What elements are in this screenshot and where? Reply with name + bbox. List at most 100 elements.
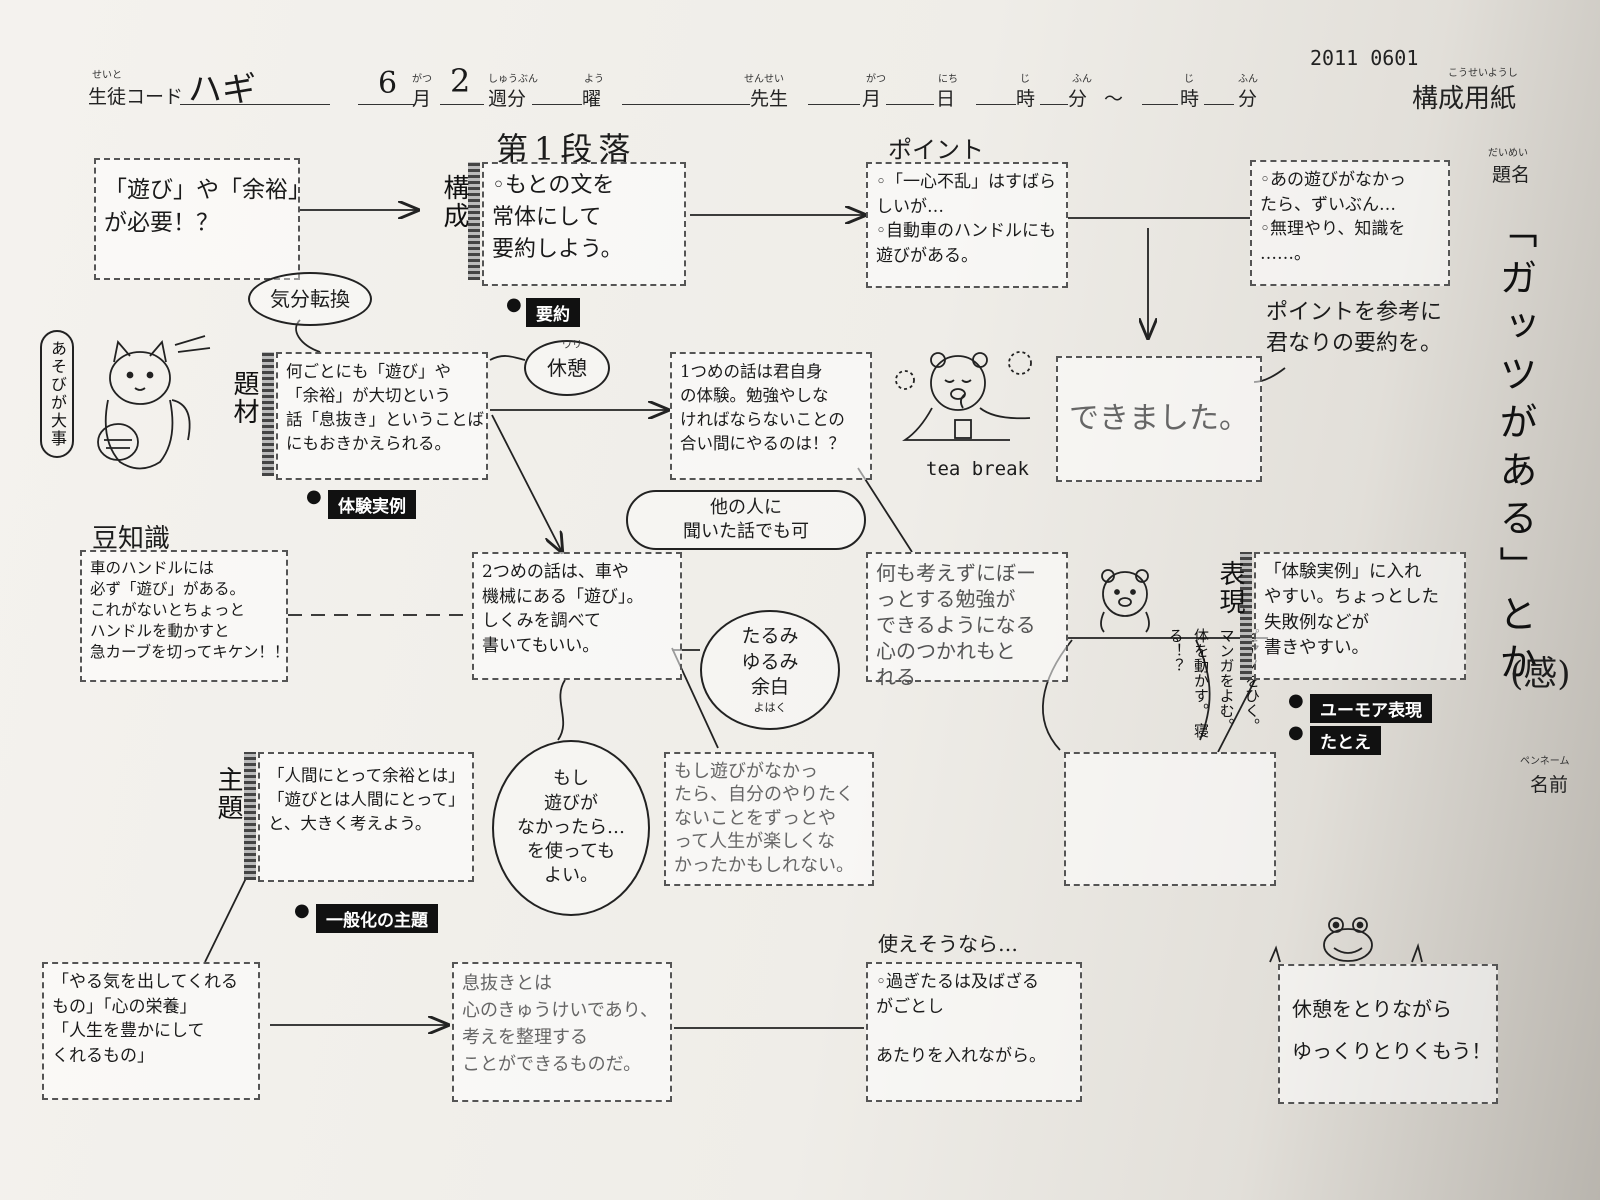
tea-break-caption: tea break bbox=[926, 458, 1029, 480]
line-material-to-break bbox=[489, 355, 526, 361]
mood-bubble: 気分転換 bbox=[248, 272, 372, 326]
final-box[interactable]: 休憩をとりながら ゆっくりとりくもう！ bbox=[1278, 964, 1498, 1104]
empty-box[interactable] bbox=[1064, 752, 1276, 886]
hour-line bbox=[976, 104, 1016, 105]
title-label: 題名 bbox=[1492, 164, 1531, 186]
metaphor-tag-dot: ● bbox=[1288, 722, 1304, 743]
sheet-title: 構成用紙 bbox=[1412, 84, 1517, 114]
nourish-box[interactable]: 「やる気を出してくれる もの」「心の栄養」 「人生を豊かにして くれるもの」 bbox=[42, 962, 260, 1100]
second-story-box[interactable]: 2つめの話は、車や 機械にある「遊び」。 しくみを調べて 書いてもいい。 bbox=[472, 552, 682, 680]
student-code-line bbox=[180, 104, 330, 105]
slack-cloud: たるみ ゆるみ 余白 よはく bbox=[700, 610, 840, 730]
date-day-label: 日 bbox=[936, 88, 956, 110]
hour2-ruby: じ bbox=[1184, 74, 1194, 85]
weekday-label: 曜 bbox=[582, 88, 602, 110]
student-code-value[interactable]: ハギ bbox=[188, 70, 256, 110]
line-theme-to-nourish bbox=[204, 869, 251, 963]
cat-caption: あそびが大事 bbox=[40, 330, 74, 458]
line-expression-to-empty bbox=[1217, 679, 1256, 753]
done-box[interactable]: できました。 bbox=[1056, 356, 1262, 482]
title-text[interactable]: 「ガッツがある」とか bbox=[1493, 210, 1537, 690]
summary-tag: 要約 bbox=[526, 298, 580, 327]
first-story-box[interactable]: 1つめの話は君自身 の体験。勉強やしな ければならないことの 合い間にやるのは！… bbox=[670, 352, 872, 480]
date-day-ruby: にち bbox=[938, 74, 958, 85]
frog-doodle bbox=[1269, 917, 1423, 963]
metaphor-tag: たとえ bbox=[1310, 726, 1381, 755]
material-label: 題材 bbox=[229, 370, 259, 426]
breath-box[interactable]: 息抜きとは 心のきゅうけいであり、 考えを整理する ことができるものだ。 bbox=[452, 962, 672, 1102]
material-marker bbox=[262, 352, 274, 476]
hour-label: 時 bbox=[1016, 88, 1036, 110]
time-range-tilde: ～ bbox=[1104, 88, 1124, 110]
point-heading: ポイント bbox=[888, 136, 984, 164]
question-box[interactable]: 「遊び」や「余裕」 が必要！？ bbox=[94, 158, 311, 280]
penname-ruby: ペンネーム bbox=[1520, 756, 1570, 767]
date-month-label: 月 bbox=[862, 88, 882, 110]
break-ruby: ワリ bbox=[562, 340, 582, 351]
material-box[interactable]: 何ごとにも「遊び」や 「余裕」が大切という 話「息抜き」ということば にもおきか… bbox=[276, 352, 488, 480]
week-label: 週分 bbox=[488, 88, 527, 110]
month-value[interactable]: 6 bbox=[378, 66, 398, 101]
intro-box[interactable]: ◦もとの文を 常体にして 要約しよう。 bbox=[482, 162, 686, 286]
hour2-label: 時 bbox=[1180, 88, 1200, 110]
date-stamp: 2011 0601 bbox=[1310, 46, 1419, 70]
hour2-line bbox=[1142, 104, 1178, 105]
expression-marker bbox=[1240, 552, 1252, 680]
cat-doodle bbox=[97, 335, 211, 470]
weekday-line bbox=[532, 104, 582, 105]
week-value[interactable]: 2 bbox=[450, 62, 471, 100]
proverb-box[interactable]: ◦過ぎたるは及ばざる がごとし あたりを入れながら。 bbox=[866, 962, 1082, 1102]
minute2-ruby: ふん bbox=[1238, 74, 1258, 85]
general-tag-dot: ● bbox=[294, 900, 310, 921]
hour-ruby: じ bbox=[1020, 74, 1030, 85]
if-cloud: もし 遊びが なかったら… を使っても よい。 bbox=[492, 740, 650, 916]
month-ruby: がつ bbox=[412, 74, 432, 85]
line-second-to-ifcloud bbox=[557, 679, 566, 741]
student-code-label: 生徒コード bbox=[88, 86, 184, 108]
experience-tag: 体験実例 bbox=[328, 490, 416, 519]
bear-tea-doodle bbox=[895, 351, 1032, 441]
minute-label: 分 bbox=[1068, 88, 1088, 110]
trivia-heading: 豆知識 bbox=[92, 524, 171, 554]
sheet-title-ruby: こうせいようし bbox=[1448, 68, 1518, 79]
line-first-to-mindless bbox=[857, 467, 913, 553]
expression-label: 表現 bbox=[1215, 560, 1245, 616]
general-tag: 一般化の主題 bbox=[316, 904, 438, 933]
month-line bbox=[358, 104, 414, 105]
summary-hint: ポイントを参考に 君なりの要約を。 bbox=[1266, 300, 1443, 356]
teacher-line bbox=[622, 104, 750, 105]
date-month-line bbox=[808, 104, 860, 105]
if-box[interactable]: もし遊びがなかっ たら、自分のやりたく ないことをずっとや って人生が楽しくな … bbox=[664, 752, 874, 886]
minute2-line bbox=[1204, 104, 1234, 105]
month-label: 月 bbox=[412, 88, 432, 110]
teacher-label: 先生 bbox=[750, 88, 789, 110]
exp-tag-dot: ● bbox=[306, 486, 322, 507]
minute-line bbox=[1040, 104, 1068, 105]
summary-tag-dot: ● bbox=[506, 294, 522, 315]
week-line bbox=[440, 104, 484, 105]
trivia-box[interactable]: 車のハンドルには 必ず「遊び」がある。 これがないとちょっと ハンドルを動かすと… bbox=[80, 550, 289, 682]
minute2-label: 分 bbox=[1238, 88, 1258, 110]
title-ruby: だいめい bbox=[1488, 148, 1528, 159]
break-bubble: 休憩 bbox=[524, 340, 610, 396]
week-ruby: しゅうぶん bbox=[488, 74, 538, 85]
usable-heading: 使えそうなら… bbox=[878, 932, 1018, 956]
expression-box[interactable]: 「体験実例」に入れ やすい。ちょっとした 失敗例などが 書きやすい。 bbox=[1254, 552, 1466, 680]
teacher-ruby: せんせい bbox=[744, 74, 784, 85]
structure-marker bbox=[468, 162, 480, 280]
point-box[interactable]: ◦「一心不乱」はすばら しいが… ◦自動車のハンドルにも 遊びがある。 bbox=[866, 162, 1068, 288]
theme-marker bbox=[244, 752, 256, 880]
mindless-box[interactable]: 何も考えずにぼー っとする勉強が できるようになる 心のつかれもと れる bbox=[866, 552, 1068, 689]
arrow-material-to-second bbox=[491, 414, 562, 552]
minute-ruby: ふん bbox=[1072, 74, 1092, 85]
theme-label: 主題 bbox=[213, 766, 243, 822]
tip-box[interactable]: ◦あの遊びがなかっ たら、ずいぶん… ◦無理やり、知識を ……。 bbox=[1250, 160, 1450, 286]
student-code-ruby: せいと bbox=[92, 70, 122, 81]
paragraph-heading: 第1段落 bbox=[496, 130, 637, 168]
date-month-ruby: がつ bbox=[866, 74, 886, 85]
theme-box[interactable]: 「人間にとって余裕とは」 「遊びとは人間にとって」 と、大きく考えよう。 bbox=[258, 752, 474, 882]
title-extra: (感) bbox=[1510, 654, 1571, 694]
humor-tag: ユーモア表現 bbox=[1310, 694, 1432, 723]
